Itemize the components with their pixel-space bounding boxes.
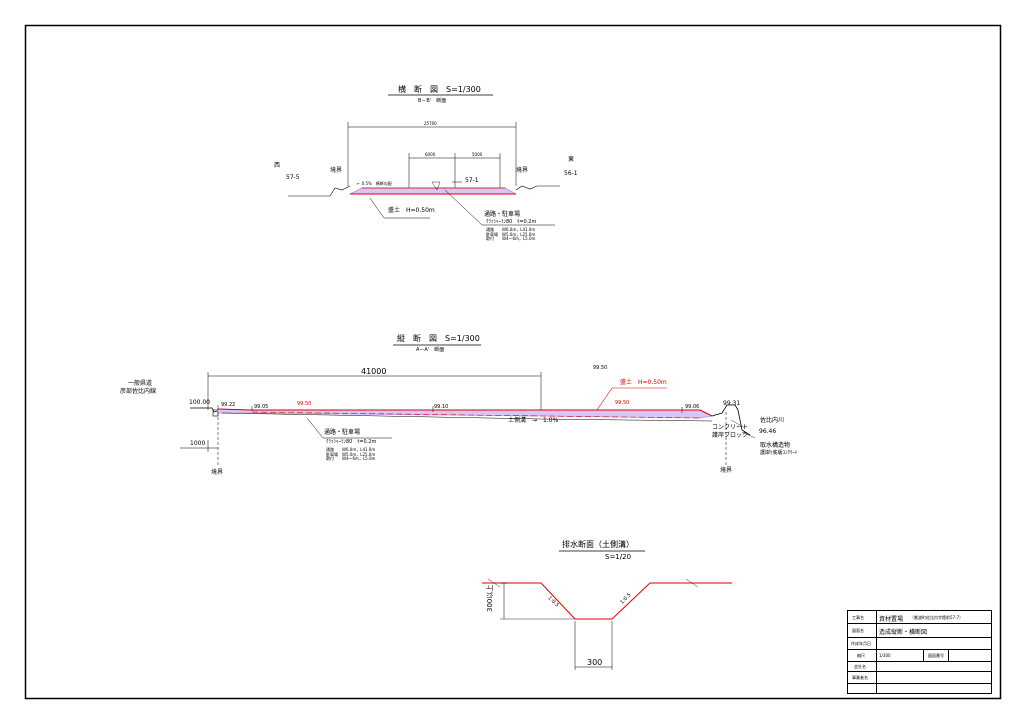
title-block: 工事名 資材置場 （紫波町佐比内字館前57-7） 図面名 造成縦断・横断図 作成… — [847, 610, 992, 694]
cross-slope-note: ← 0.5% 横断勾配 — [357, 181, 392, 186]
long-boundary-right: 境界 — [720, 467, 733, 474]
intake-label-2: 護岸ｹ底版ｺﾝｸﾘｰﾄ — [760, 450, 798, 456]
long-section-subtitle: A－A' 断面 — [416, 347, 445, 353]
elev-red-1: 99.50 — [297, 401, 312, 407]
offset-1000: 1000 — [190, 440, 206, 447]
cross-pave-title: 通路・駐車場 — [484, 211, 521, 218]
tb-number-label: 図面番号 — [928, 653, 944, 658]
tb-project-note: （紫波町佐比内字館前57-7） — [910, 615, 964, 620]
concrete-label-1: コンクリート — [712, 424, 749, 431]
elev-b: 99.05 — [254, 404, 269, 410]
long-pave-spec: ｸﾗｯｼｬｰﾗﾝ80 t=0.2m — [326, 439, 377, 445]
cross-boundary-right: 境界 — [516, 167, 529, 174]
elev-top: 99.50 — [593, 365, 608, 371]
long-section-drawing — [180, 344, 756, 466]
long-pave-details: 通路 W6.0m，L41.0m 駐車場 W5.0m，L25.0m 取付 W4～6… — [326, 447, 376, 462]
road-label-1: 一般県道 — [128, 380, 153, 387]
elev-d: 99.06 — [685, 404, 700, 410]
cross-pave-details: 通路 W6.0m，L41.0m 駐車場 W5.0m，L25.0m 取付 W4～6… — [486, 227, 536, 242]
center-lot: 57-1 — [465, 177, 479, 184]
cross-fill-label: 盛土 H=0.50m — [388, 207, 435, 214]
drain-depth: 300以上 — [486, 584, 494, 612]
long-section-title: 縦 断 図 S=1/300 — [397, 334, 480, 343]
tb-scale-label: 縮尺 — [857, 653, 865, 658]
cross-section-drawing — [288, 94, 560, 226]
cross-width-total: 25700 — [424, 121, 437, 126]
tb-project-label: 工事名 — [852, 615, 864, 620]
west-label: 西 — [274, 162, 281, 169]
cross-width-right: 5000 — [472, 152, 483, 157]
cross-boundary-left: 境界 — [330, 167, 343, 174]
cross-section-subtitle: B－B' 断面 — [418, 98, 447, 104]
tb-drawing-label: 図面名 — [852, 628, 864, 633]
tb-office-label: 事業者名 — [852, 675, 868, 680]
elev-c: 99.10 — [434, 404, 449, 410]
east-lot: 56-1 — [564, 170, 578, 177]
drain-section-drawing — [482, 550, 732, 670]
elev-a: 99.22 — [221, 402, 236, 408]
river-name: 佐比内川 — [760, 417, 785, 424]
tb-project-value: 資材置場 — [879, 616, 904, 623]
tb-scale-value: 1/300 — [879, 653, 891, 658]
long-length: 41000 — [361, 367, 387, 376]
road-label-2: 彦部佐比内線 — [120, 388, 157, 395]
ditch-label: 土側溝 → 1.0% — [508, 417, 559, 424]
elev-e: 99.31 — [723, 400, 741, 407]
intake-label-1: 取水構造物 — [760, 442, 791, 449]
drain-bottom-width: 300 — [587, 658, 603, 667]
west-lot: 57-5 — [286, 174, 300, 181]
tb-date-label: 作成年月日 — [851, 641, 871, 646]
long-fill-label: 盛土 H=0.50m — [620, 379, 667, 386]
tb-company-label: 会社名 — [854, 664, 866, 669]
cross-width-left: 6000 — [425, 152, 436, 157]
east-label: 東 — [568, 156, 575, 163]
elev-red-2: 99.50 — [615, 400, 630, 406]
long-pave-title: 通路・駐車場 — [324, 429, 361, 436]
long-boundary-left: 境界 — [211, 469, 224, 476]
concrete-label-2: 護岸ブロック — [712, 432, 749, 439]
drain-scale: S=1/20 — [605, 553, 632, 561]
cross-section-title: 横 断 図 S=1/300 — [398, 85, 481, 94]
elev-start: 100.00 — [189, 399, 210, 406]
elev-river: 96.46 — [759, 428, 777, 435]
cross-pave-spec: ｸﾗｯｼｬｰﾗﾝ80 t=0.2m — [486, 219, 537, 225]
drain-title: 排水断面（土側溝） — [562, 540, 634, 549]
tb-drawing-value: 造成縦断・横断図 — [879, 629, 928, 636]
sheet-border — [24, 24, 1002, 700]
